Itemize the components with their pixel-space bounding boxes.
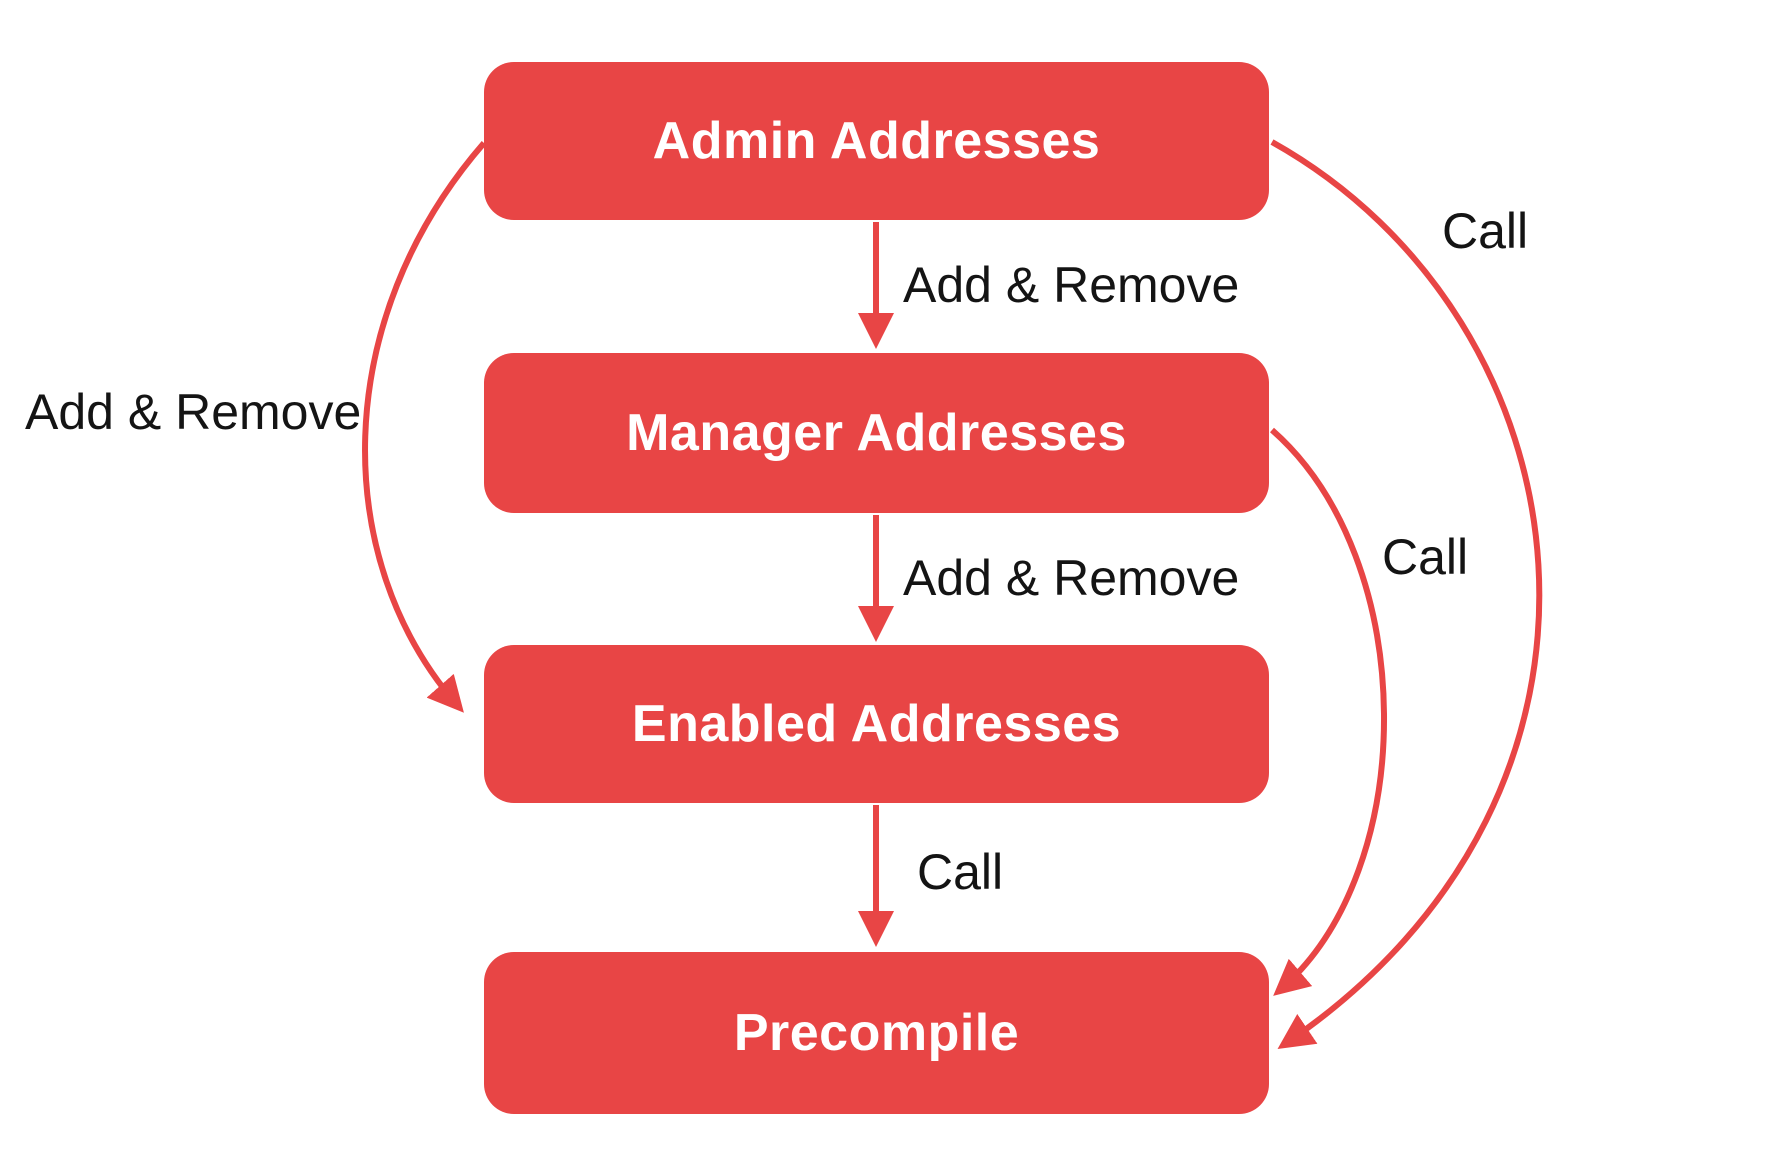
node-admin-addresses: Admin Addresses — [484, 62, 1269, 220]
node-precompile: Precompile — [484, 952, 1269, 1114]
node-enabled-addresses: Enabled Addresses — [484, 645, 1269, 803]
node-precompile-label: Precompile — [733, 1004, 1020, 1062]
node-enabled-addresses-label: Enabled Addresses — [631, 695, 1122, 753]
edge-label-enabled-to-precompile: Call — [917, 844, 1004, 900]
edge-admin-to-precompile-arrow — [1270, 139, 1543, 1050]
edge-manager-to-precompile-arrow — [1270, 427, 1387, 996]
node-admin-addresses-label: Admin Addresses — [652, 112, 1101, 170]
edge-admin-to-enabled-arrow — [362, 141, 487, 713]
edge-label-admin-to-manager: Add & Remove — [903, 257, 1240, 313]
edge-label-admin-to-enabled: Add & Remove — [25, 384, 362, 440]
edge-label-manager-to-enabled: Add & Remove — [903, 550, 1240, 606]
node-manager-addresses-label: Manager Addresses — [626, 404, 1127, 462]
edge-label-admin-to-precompile: Call — [1442, 203, 1529, 259]
node-manager-addresses: Manager Addresses — [484, 353, 1269, 513]
edge-label-manager-to-precompile: Call — [1382, 529, 1469, 585]
